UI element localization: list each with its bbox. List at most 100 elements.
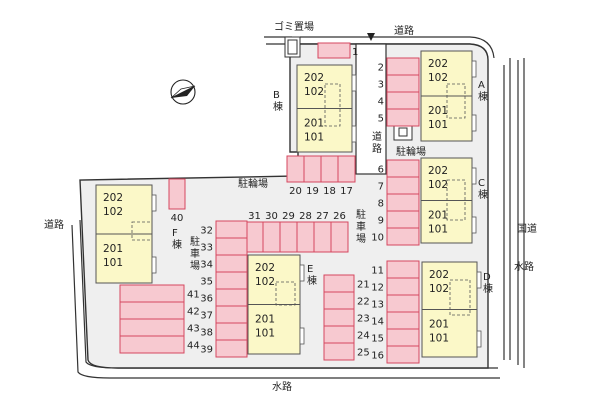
parking-space-6[interactable]: 6	[378, 159, 420, 178]
room-c-202: 202	[428, 165, 448, 177]
parking-space-number: 28	[299, 211, 312, 222]
parking-space-1[interactable]: 1	[317, 42, 358, 59]
parking-space-26[interactable]: 26	[330, 211, 349, 253]
parking-space-number: 34	[200, 260, 213, 271]
parking-space-number: 9	[378, 216, 384, 227]
parking-space-number: 7	[378, 182, 384, 193]
room-d-201: 201	[429, 319, 449, 331]
parking-space-number: 44	[187, 341, 200, 352]
label-bicycle-top: 駐輪場	[396, 145, 426, 158]
parking-space-27[interactable]: 27	[313, 211, 332, 253]
room-e-102: 102	[255, 276, 275, 288]
parking-space-number: 18	[323, 186, 336, 197]
room-e-201: 201	[255, 314, 275, 326]
parking-space-29[interactable]: 29	[279, 211, 298, 253]
labels: ゴミ置場 道路 道路 国道 水路 水路 駐輪場 駐輪場 道路 駐車場 駐車場	[44, 20, 537, 393]
room-d-101: 101	[429, 333, 449, 345]
parking-space-number: 2	[378, 63, 384, 74]
inner-road	[355, 43, 387, 175]
parking-space-number: 17	[340, 186, 353, 197]
parking-space-28[interactable]: 28	[296, 211, 315, 253]
parking-space-16[interactable]: 16	[371, 345, 420, 364]
parking-space-number: 11	[371, 266, 384, 277]
bicycle-rack-a	[393, 123, 413, 141]
parking-space-number: 39	[200, 345, 213, 356]
parking-space-40[interactable]: 40	[168, 178, 186, 224]
parking-space-number: 36	[200, 294, 213, 305]
room-b-202: 202	[304, 72, 324, 84]
parking-space-17[interactable]: 17	[337, 155, 356, 197]
room-f-202: 202	[103, 192, 123, 204]
parking-space-number: 32	[200, 226, 213, 237]
room-b-102: 102	[304, 86, 324, 98]
parking-space-number: 43	[187, 324, 200, 335]
room-a-202: 202	[428, 58, 448, 70]
room-f-201: 201	[103, 243, 123, 255]
label-parking-left: 駐車場	[190, 235, 200, 272]
parking-space-number: 1	[352, 47, 358, 58]
label-waterway-bottom: 水路	[272, 380, 292, 393]
parking-space-10[interactable]: 10	[371, 227, 420, 246]
parking-space-number: 12	[371, 283, 384, 294]
parking-space-39[interactable]: 39	[200, 339, 248, 358]
label-road-top: 道路	[394, 24, 414, 37]
parking-space-number: 26	[333, 211, 346, 222]
parking-space-number: 31	[248, 211, 261, 222]
label-parking-center: 駐車場	[356, 208, 366, 245]
parking-space-number: 5	[378, 114, 384, 125]
parking-space-18[interactable]: 18	[320, 155, 339, 197]
label-road-left: 道路	[44, 218, 64, 231]
parking-space-number: 25	[357, 348, 370, 359]
parking-space-30[interactable]: 30	[262, 211, 281, 253]
parking-space-41[interactable]: 41	[119, 284, 200, 303]
entrance-marker-icon	[367, 33, 375, 41]
room-c-201: 201	[428, 210, 448, 222]
parking-space-number: 8	[378, 199, 384, 210]
site-ground-left-inner	[89, 181, 294, 187]
parking-slots: 1234567891011121314151617181920212223242…	[119, 42, 420, 364]
label-road-center: 道路	[372, 130, 382, 155]
parking-space-number: 13	[371, 300, 384, 311]
parking-space-number: 4	[378, 97, 384, 108]
parking-space-number: 41	[187, 290, 200, 301]
parking-space-number: 15	[371, 334, 384, 345]
parking-space-number: 42	[187, 307, 200, 318]
parking-space-number: 6	[378, 165, 384, 176]
parking-space-number: 23	[357, 314, 370, 325]
parking-space-22[interactable]: 22	[323, 291, 370, 310]
parking-space-19[interactable]: 19	[303, 155, 322, 197]
garbage-area	[284, 36, 301, 58]
room-a-102: 102	[428, 72, 448, 84]
parking-space-25[interactable]: 25	[323, 342, 370, 361]
parking-space-5[interactable]: 5	[378, 108, 420, 127]
parking-space-number: 22	[357, 297, 370, 308]
parking-space-number: 19	[306, 186, 319, 197]
room-f-101: 101	[103, 257, 123, 269]
parking-space-44[interactable]: 44	[119, 335, 200, 354]
room-a-101: 101	[428, 119, 448, 131]
parking-space-number: 21	[357, 280, 370, 291]
parking-space-20[interactable]: 20	[286, 155, 305, 197]
parking-space-number: 40	[171, 213, 184, 224]
parking-space-number: 24	[357, 331, 370, 342]
parking-space-31[interactable]: 31	[245, 211, 264, 253]
parking-space-24[interactable]: 24	[323, 325, 370, 344]
parking-space-number: 38	[200, 328, 213, 339]
room-d-202: 202	[429, 269, 449, 281]
north-arrow-icon	[170, 79, 196, 105]
room-c-102: 102	[428, 179, 448, 191]
parking-space-number: 16	[371, 351, 384, 362]
parking-space-number: 20	[289, 186, 302, 197]
parking-space-number: 27	[316, 211, 329, 222]
room-c-101: 101	[428, 224, 448, 236]
